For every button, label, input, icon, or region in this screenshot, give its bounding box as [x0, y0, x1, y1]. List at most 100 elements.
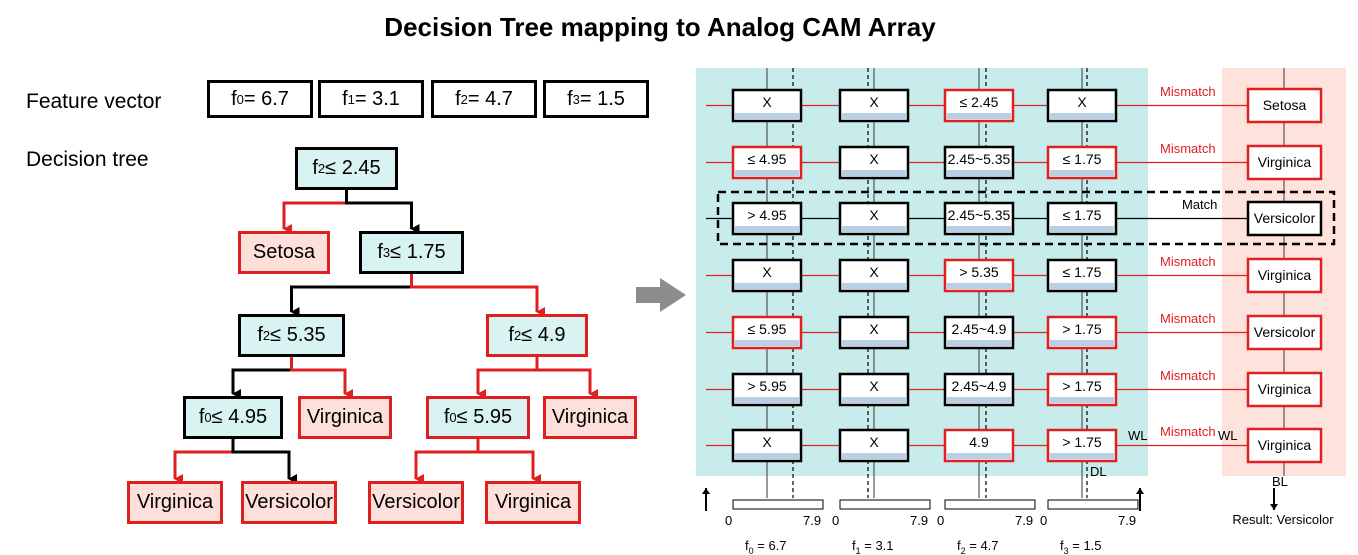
- cam-cell: X: [838, 145, 910, 180]
- cam-cell: ≤ 5.95: [731, 315, 803, 350]
- cam-cell-label: 4.9: [969, 434, 989, 450]
- axis-min-label: 0: [1040, 513, 1047, 528]
- result-text: Result: Versicolor: [1232, 512, 1334, 527]
- cam-cell-label: 2.45~4.9: [952, 321, 1007, 337]
- cam-cell: ≤ 1.75: [1046, 145, 1118, 180]
- tree-node-setosa: Setosa: [238, 231, 330, 274]
- cam-cell-label: X: [762, 94, 772, 110]
- axis-min-label: 0: [832, 513, 839, 528]
- result-label: Virginica: [1258, 437, 1312, 453]
- feature-vector-label: Feature vector: [26, 90, 162, 113]
- cam-cell-label: > 5.35: [959, 264, 999, 280]
- cam-cell: > 1.75: [1046, 315, 1118, 350]
- cam-cell-label: > 4.95: [747, 207, 787, 223]
- input-axis: 0 7.9 f1 = 3.1: [832, 499, 931, 555]
- result-label: Virginica: [1258, 381, 1312, 397]
- cam-cell-label: 2.45~5.35: [948, 151, 1011, 167]
- axis-max-label: 7.9: [910, 513, 928, 528]
- row-status: Match: [1182, 197, 1217, 212]
- cam-cell: > 5.35: [943, 258, 1015, 293]
- result-cell: Versicolor: [1246, 314, 1323, 351]
- cam-cell-label: X: [762, 434, 772, 450]
- axis-min-label: 0: [937, 513, 944, 528]
- result-cell: Versicolor: [1246, 200, 1323, 237]
- row-status: Mismatch: [1160, 368, 1216, 383]
- cam-cell-label: ≤ 1.75: [1063, 207, 1102, 223]
- cam-cell: ≤ 1.75: [1046, 258, 1118, 293]
- wl-label: WL: [1128, 428, 1148, 443]
- cam-cell: X: [731, 428, 803, 463]
- cam-cell: ≤ 2.45: [943, 88, 1015, 123]
- bl-label: BL: [1272, 474, 1288, 489]
- cam-cell: X: [1046, 88, 1118, 123]
- cam-cell-label: X: [869, 434, 879, 450]
- cam-cell: 2.45~4.9: [943, 315, 1015, 350]
- cam-cell-label: 2.45~5.35: [948, 207, 1011, 223]
- tree-node-vers2: Versicolor: [368, 481, 464, 524]
- cam-cell-label: ≤ 4.95: [748, 151, 787, 167]
- axis-feature-label: f0 = 6.7: [745, 538, 787, 555]
- tree-node-vers1: Versicolor: [241, 481, 337, 524]
- figure-title: Decision Tree mapping to Analog CAM Arra…: [384, 12, 936, 42]
- cam-cell: 2.45~5.35: [943, 145, 1015, 180]
- cam-cell: > 1.75: [1046, 428, 1118, 463]
- cam-cell-label: ≤ 1.75: [1063, 264, 1102, 280]
- tree-node-virg1: Virginica: [298, 396, 392, 439]
- result-label: Virginica: [1258, 267, 1312, 283]
- cam-cell-label: 2.45~4.9: [952, 378, 1007, 394]
- cam-cell: > 1.75: [1046, 372, 1118, 407]
- wl-label: WL: [1218, 428, 1238, 443]
- cam-cell: X: [731, 88, 803, 123]
- cam-cell: X: [838, 88, 910, 123]
- cam-cell-label: X: [869, 94, 879, 110]
- cam-cell: 4.9: [943, 428, 1015, 463]
- axis-feature-label: f1 = 3.1: [852, 538, 894, 555]
- result-label: Virginica: [1258, 154, 1312, 170]
- cam-cell: X: [838, 201, 910, 236]
- row-status: Mismatch: [1160, 141, 1216, 156]
- mapping-arrow-icon: [636, 278, 686, 312]
- axis-feature-label: f3 = 1.5: [1060, 538, 1102, 555]
- result-cell: Virginica: [1246, 144, 1323, 181]
- result-label: Setosa: [1263, 97, 1307, 113]
- input-axis: 0 7.9 f3 = 1.5: [1040, 499, 1139, 555]
- cam-cell-label: > 5.95: [747, 378, 787, 394]
- decision-tree-connectors: [173, 190, 598, 484]
- row-status: Mismatch: [1160, 254, 1216, 269]
- result-cell: Virginica: [1246, 371, 1323, 408]
- dl-label: DL: [1090, 464, 1107, 479]
- cam-cell-label: ≤ 1.75: [1063, 151, 1102, 167]
- match-highlight: [716, 190, 1336, 246]
- tree-node-virg3: Virginica: [127, 481, 223, 524]
- result-cell: Virginica: [1246, 427, 1323, 464]
- cam-cell-label: ≤ 5.95: [748, 321, 787, 337]
- axis-feature-label: f2 = 4.7: [957, 538, 999, 555]
- tree-node-virg4: Virginica: [485, 481, 581, 524]
- cam-cell: ≤ 4.95: [731, 145, 803, 180]
- result-label: Versicolor: [1254, 324, 1316, 340]
- cam-cell-label: X: [869, 321, 879, 337]
- result-label: Versicolor: [1254, 210, 1316, 226]
- row-status: Mismatch: [1160, 84, 1216, 99]
- result-cell: Virginica: [1246, 257, 1323, 294]
- cam-cell-label: X: [762, 264, 772, 280]
- axis-max-label: 7.9: [1118, 513, 1136, 528]
- cam-cell-label: X: [869, 264, 879, 280]
- result-cell: Setosa: [1246, 87, 1323, 124]
- cam-cell-label: > 1.75: [1062, 378, 1102, 394]
- cam-cell: X: [731, 258, 803, 293]
- cam-cell-label: > 1.75: [1062, 321, 1102, 337]
- row-status: Mismatch: [1160, 424, 1216, 439]
- cam-cell-label: X: [869, 151, 879, 167]
- tree-node-virg2: Virginica: [543, 396, 637, 439]
